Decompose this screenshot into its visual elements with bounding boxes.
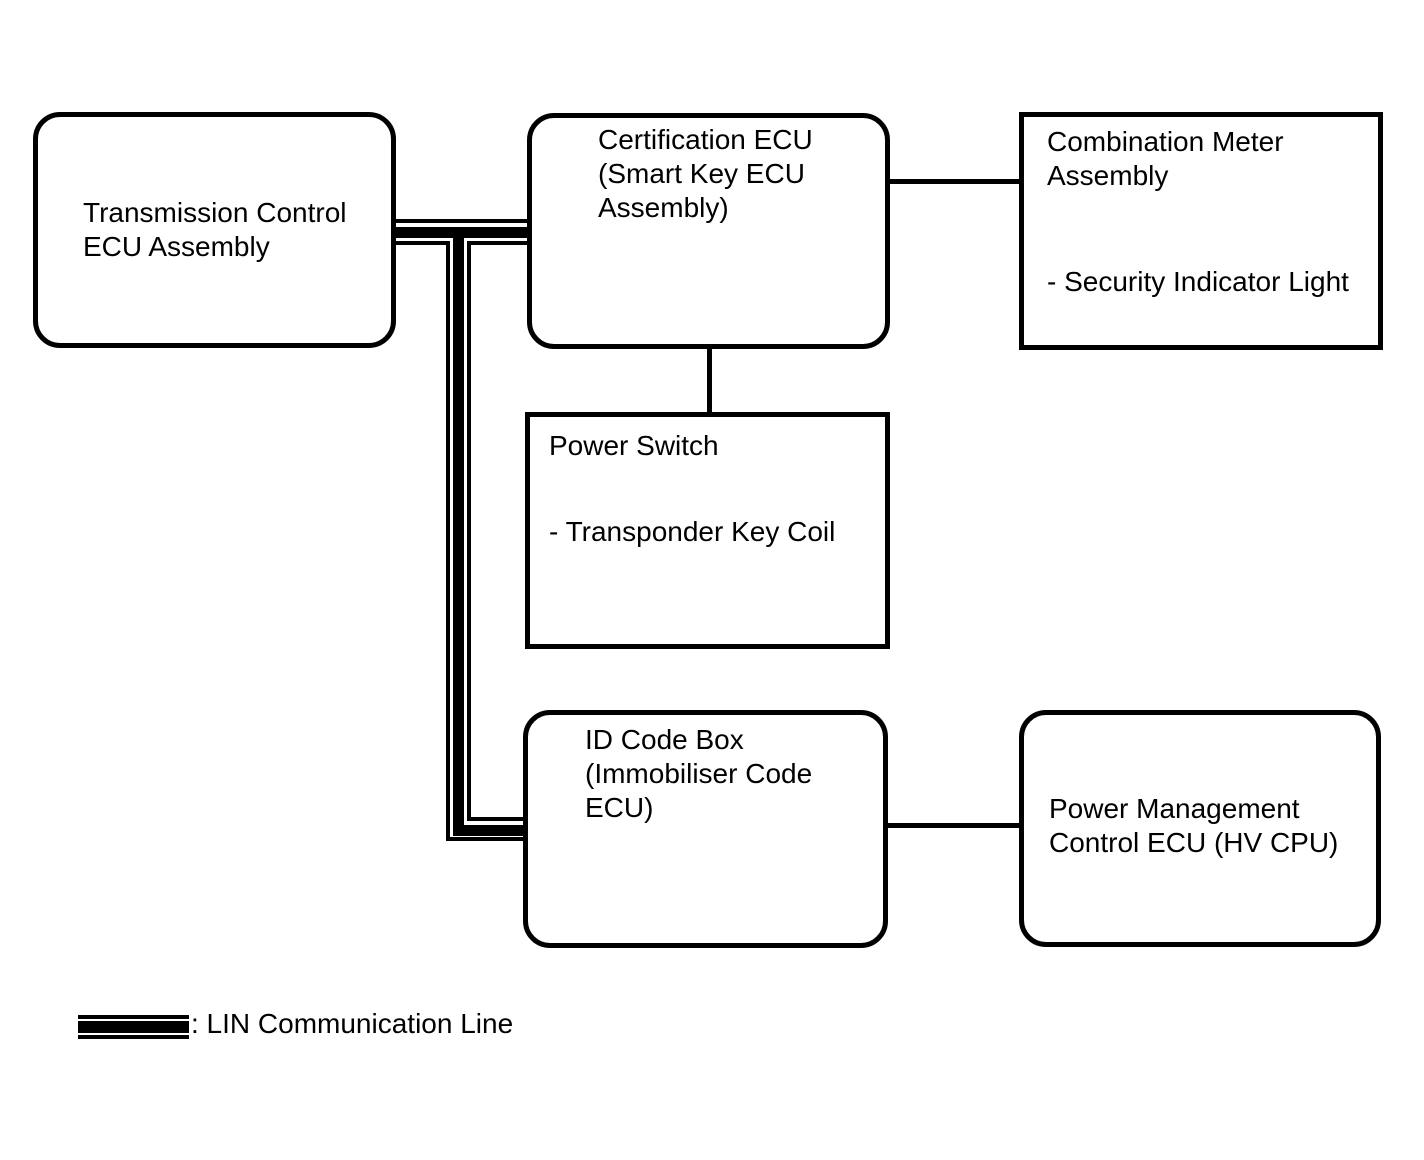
legend-symbol-thin-bottom [78,1035,189,1039]
lin-line-elbow-thin-inner [467,817,526,821]
legend-label: : LIN Communication Line [191,1008,514,1039]
node-id-code-box-label: ID Code Box (Immobiliser Code ECU) [585,724,813,823]
node-combination-meter-box [1019,112,1383,350]
node-power-management-label: Power Management Control ECU (HV CPU) [1049,793,1339,858]
node-power-management-box [1019,710,1381,947]
connector-id-code-box-to-power-management [886,823,1022,828]
lin-line-horizontal-thin-bottom-right [471,241,529,245]
lin-line-vertical-thick [453,227,464,836]
node-power-switch-label: Power Switch [549,430,719,461]
lin-line-elbow-thin-outer [446,837,526,841]
node-combination-meter-label: Combination Meter Assembly [1047,126,1284,191]
lin-line-elbow-thick [453,825,526,836]
lin-line-vertical-thin-inner [467,241,471,821]
lin-line-horizontal-thin-bottom-left [394,241,446,245]
node-certification-ecu-label: Certification ECU (Smart Key ECU Assembl… [598,124,813,223]
legend-symbol-thick [78,1021,189,1033]
node-certification-ecu-box [527,113,890,349]
lin-line-vertical-thin-outer [446,241,450,841]
legend-symbol-thin-top [78,1015,189,1019]
node-transmission-ecu-label: Transmission Control ECU Assembly [83,197,347,262]
node-combination-meter-detail: - Security Indicator Light [1047,266,1349,297]
node-power-switch-box [525,412,890,649]
lin-line-horizontal-thin-top [394,219,529,223]
connector-certification-to-power-switch [707,346,712,416]
node-transmission-ecu-box [33,112,396,348]
connector-certification-to-combination-meter [888,179,1021,184]
node-power-switch-detail: - Transponder Key Coil [549,516,836,547]
